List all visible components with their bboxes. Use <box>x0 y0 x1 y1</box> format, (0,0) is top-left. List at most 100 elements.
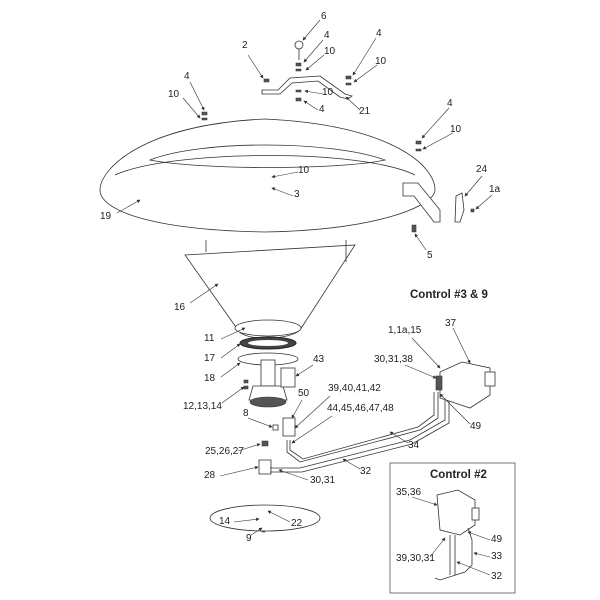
leader-line <box>452 327 471 364</box>
callout-49: 49 <box>491 534 503 545</box>
leader-line <box>220 343 241 359</box>
leader-line <box>304 89 324 95</box>
control-2-inset-frame <box>389 462 516 594</box>
reflector-dome <box>99 118 465 233</box>
leader-line <box>291 399 303 419</box>
leader-line <box>439 393 471 425</box>
callout-6: 6 <box>321 11 327 22</box>
callout-1a: 1a <box>489 184 501 195</box>
callout-2: 2 <box>242 40 248 51</box>
leader-line <box>421 107 450 139</box>
callout-10: 10 <box>298 165 310 176</box>
callout-17: 17 <box>204 353 216 364</box>
callout-34: 34 <box>408 440 420 451</box>
leader-line <box>295 364 314 377</box>
callout-8: 8 <box>243 408 249 419</box>
leader-line <box>464 175 483 197</box>
callout-4: 4 <box>184 71 190 82</box>
callout-49: 49 <box>470 421 482 432</box>
leader-line <box>250 527 263 536</box>
leader-line <box>278 469 309 481</box>
callout-30-31: 30,31 <box>310 475 336 486</box>
callout-50: 50 <box>298 388 310 399</box>
callout-33: 33 <box>491 551 503 562</box>
callout-18: 18 <box>204 373 216 384</box>
leader-line <box>302 19 321 41</box>
control-3-9-title: Control #3 & 9 <box>410 289 488 301</box>
leader-line <box>220 362 241 378</box>
callout-12-13-14: 12,13,14 <box>183 401 222 412</box>
callout-37: 37 <box>445 318 457 329</box>
leader-line <box>247 417 273 428</box>
leader-line <box>219 465 259 477</box>
callout-30-31-38: 30,31,38 <box>374 354 413 365</box>
callout-10: 10 <box>375 56 387 67</box>
callout-1-1a-15: 1,1a,15 <box>388 325 422 336</box>
leader-line <box>411 337 441 369</box>
leader-line <box>473 551 491 558</box>
leader-line <box>422 132 454 150</box>
leader-line <box>475 194 493 210</box>
leader-line <box>303 100 319 111</box>
callout-39-40-41-42: 39,40,41,42 <box>328 383 381 394</box>
callout-3: 3 <box>294 189 300 200</box>
callout-24: 24 <box>476 164 488 175</box>
burner-assembly <box>209 319 321 533</box>
leader-line <box>303 39 324 63</box>
leader-line <box>182 97 201 119</box>
hanger-bracket <box>261 40 353 100</box>
callout-16: 16 <box>174 302 186 313</box>
leader-lines <box>116 19 493 576</box>
callout-4: 4 <box>376 28 382 39</box>
gas-tubing <box>270 392 450 473</box>
callout-19: 19 <box>100 211 112 222</box>
leader-line <box>429 537 446 558</box>
control-2-title: Control #2 <box>430 469 487 481</box>
leader-line <box>353 64 378 83</box>
leader-line <box>411 496 438 506</box>
callout-4: 4 <box>319 104 325 115</box>
leader-line <box>345 96 361 111</box>
callout-10: 10 <box>450 124 462 135</box>
leader-line <box>237 443 261 452</box>
leader-line <box>389 431 409 444</box>
callout-10: 10 <box>168 89 180 100</box>
callout-5: 5 <box>427 250 433 261</box>
leader-line <box>116 199 141 214</box>
callout-44-45-46-47-48: 44,45,46,47,48 <box>327 403 394 414</box>
callout-32: 32 <box>360 466 372 477</box>
leader-line <box>467 531 491 541</box>
leader-line <box>221 386 245 404</box>
callout-11: 11 <box>204 333 215 344</box>
callout-21: 21 <box>359 106 371 117</box>
leader-line <box>247 54 264 79</box>
leader-line <box>220 327 246 340</box>
callout-32: 32 <box>491 571 503 582</box>
leader-line <box>414 233 427 251</box>
callout-35-36: 35,36 <box>396 487 422 498</box>
leader-line <box>271 187 294 197</box>
leader-line <box>189 81 205 111</box>
leader-line <box>291 415 333 444</box>
leader-line <box>189 283 219 304</box>
leader-line <box>352 37 377 76</box>
callout-39-30-31: 39,30,31 <box>396 553 435 564</box>
callout-9: 9 <box>246 533 252 544</box>
callout-14: 14 <box>219 516 231 527</box>
callout-4: 4 <box>447 98 453 109</box>
leader-line <box>294 395 331 429</box>
leader-line <box>271 171 299 179</box>
leader-line <box>404 364 437 379</box>
leader-line <box>305 54 325 71</box>
callout-10: 10 <box>324 46 336 57</box>
callout-10: 10 <box>322 87 334 98</box>
leader-line <box>267 510 291 523</box>
control-2-valve <box>434 489 480 581</box>
leader-line <box>342 458 361 470</box>
callout-25-26-27: 25,26,27 <box>205 446 244 457</box>
gas-control-valve <box>435 361 496 409</box>
leader-line <box>456 561 491 576</box>
callout-4: 4 <box>324 30 330 41</box>
